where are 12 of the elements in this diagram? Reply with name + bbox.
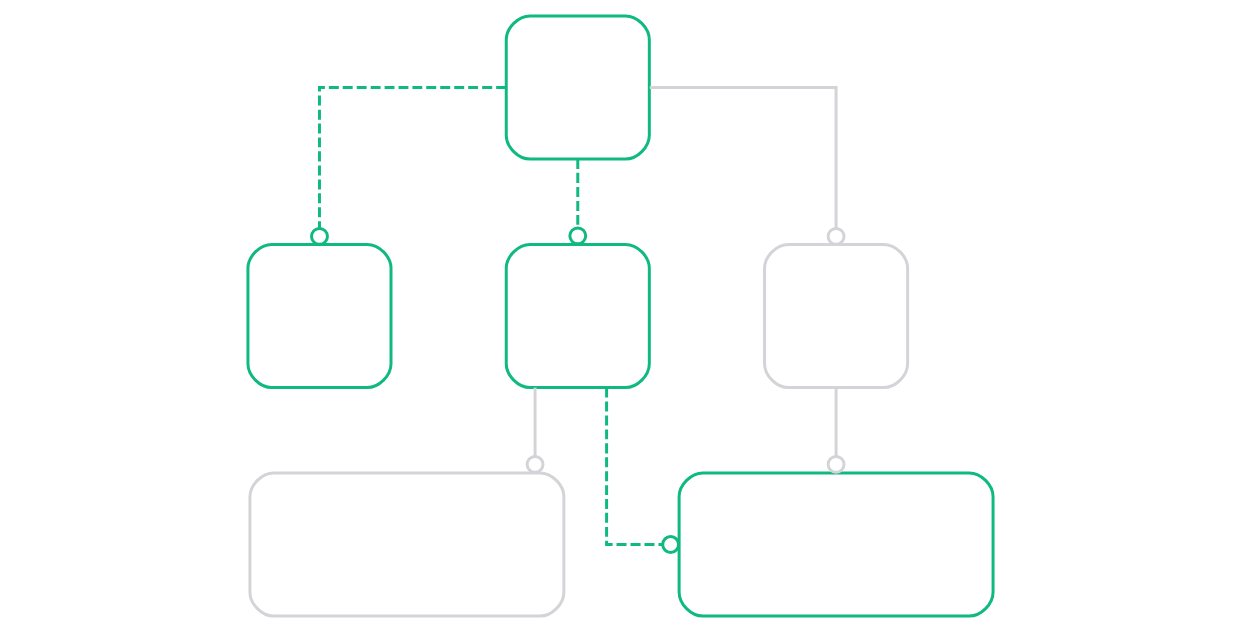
connector	[826, 387, 845, 474]
node-box	[762, 243, 909, 389]
connector	[309, 86, 506, 246]
node-box	[504, 243, 651, 389]
node-box	[677, 471, 995, 618]
node-box	[247, 471, 565, 618]
node-box	[245, 243, 392, 389]
connector	[649, 86, 845, 246]
node-box	[504, 14, 651, 161]
connector	[525, 387, 544, 474]
connector	[567, 159, 587, 246]
connector	[604, 387, 680, 554]
